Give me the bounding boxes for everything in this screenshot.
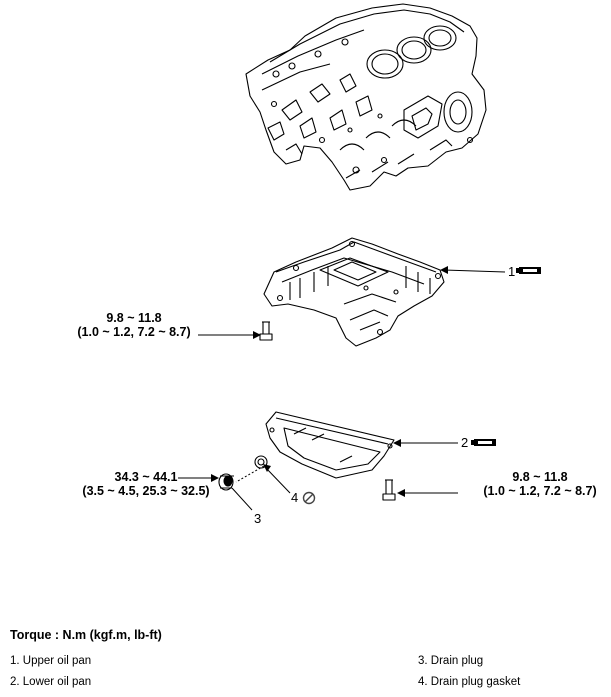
lower-pan-bolt [382,479,396,501]
sealant-tube-icon [471,439,496,446]
arrowheads [211,266,448,497]
legend-title: Torque : N.m (kgf.m, lb-ft) [10,628,162,642]
callout-1: 1 [508,264,516,279]
drain-plug-gasket [254,455,268,469]
engine-block [245,3,487,191]
upper-bolt-torque-label: 9.8 ~ 11.8 (1.0 ~ 1.2, 7.2 ~ 8.7) [77,311,191,339]
sealant-tube-icon [516,267,541,274]
callout-4: 4 [291,490,299,505]
do-not-reuse-icon [302,491,316,505]
callout-3: 3 [254,511,262,526]
leader-lines [178,269,506,511]
drain-plug [218,473,234,491]
upper-pan-bolt [259,321,273,341]
upper-oil-pan [263,237,445,347]
legend-item-lower-oil-pan: 2. Lower oil pan [10,676,92,688]
drain-plug-torque-label: 34.3 ~ 44.1 (3.5 ~ 4.5, 25.3 ~ 32.5) [82,470,210,498]
legend-item-drain-plug-gasket: 4. Drain plug gasket [418,676,521,688]
callout-2: 2 [461,435,469,450]
legend-item-upper-oil-pan: 1. Upper oil pan [10,655,92,667]
legend-item-drain-plug: 3. Drain plug [418,655,484,667]
lower-bolt-torque-label: 9.8 ~ 11.8 (1.0 ~ 1.2, 7.2 ~ 8.7) [483,470,597,498]
lower-oil-pan [265,411,395,479]
